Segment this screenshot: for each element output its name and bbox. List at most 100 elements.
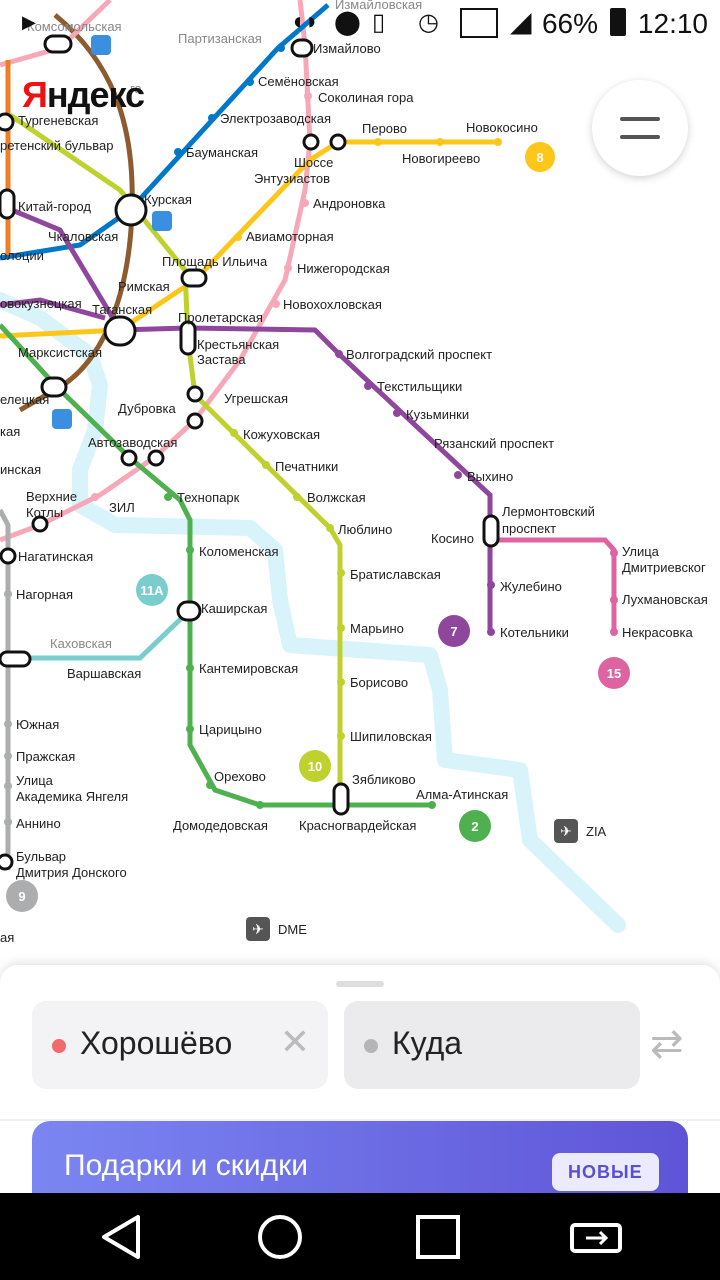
label-lyublino: Люблино — [338, 522, 392, 537]
label-maryino: Марьино — [350, 621, 404, 636]
svg-text:✈: ✈ — [252, 921, 264, 937]
station-labels: Измайловская Комсомольская Партизанская … — [0, 0, 708, 945]
label-alma-atinskaya: Алма-Атинская — [416, 787, 508, 802]
line-pink-15 — [490, 537, 617, 632]
label-tekhnopark: Технопарк — [177, 490, 240, 505]
label-zyablikovo: Зябликово — [352, 772, 416, 787]
label-borisovo: Борисово — [350, 675, 408, 690]
label-lukhmanovskaya: Лухмановская — [622, 592, 708, 607]
label-lermontovsky: Лермонтовский — [502, 504, 595, 519]
metro-map-svg[interactable]: Измайловская Комсомольская Партизанская … — [0, 0, 720, 965]
label-prospekt: проспект — [502, 521, 556, 536]
line-teal — [15, 608, 192, 661]
label-krestyanskaya: Крестьянская — [197, 337, 279, 352]
svg-text:15: 15 — [607, 666, 621, 681]
logo-rest: ндекс — [46, 74, 145, 115]
label-zia: ZIA — [586, 824, 607, 839]
android-nav-bar — [0, 1193, 720, 1280]
label-donskogo: Дмитрия Донского — [16, 865, 127, 880]
label-varshavskaya: Варшавская — [67, 666, 141, 681]
label-chkalovskaya: Чкаловская — [48, 229, 118, 244]
label-nagornaya: Нагорная — [16, 587, 73, 602]
label-nekrasovka: Некрасовка — [622, 625, 694, 640]
label-zil: ЗИЛ — [109, 500, 135, 515]
label-sretensky: ретенский бульвар — [0, 138, 114, 153]
from-value: Хорошёво — [80, 1025, 233, 1061]
from-field[interactable]: Хорошёво ✕ — [32, 1001, 328, 1089]
rail-station-icon — [52, 409, 72, 429]
label-baumanskaya: Бауманская — [186, 145, 258, 160]
label-turgenevskaya: Тургеневская — [18, 113, 98, 128]
back-icon[interactable] — [92, 1207, 152, 1267]
label-nizhegorodskaya: Нижегородская — [297, 261, 390, 276]
river — [0, 292, 626, 933]
label-nagatinskaya: Нагатинская — [18, 549, 93, 564]
rotate-screen-icon[interactable] — [566, 1207, 626, 1267]
metro-map[interactable]: Измайловская Комсомольская Партизанская … — [0, 0, 720, 965]
logo-first-letter: Я — [22, 74, 48, 115]
label-lyoliya: олоции — [0, 248, 44, 263]
svg-text:9: 9 — [18, 889, 25, 904]
home-icon[interactable] — [250, 1207, 310, 1267]
badge-line8 — [525, 142, 555, 172]
airport-zia[interactable]: ✈ ZIA — [554, 819, 607, 843]
label-izmailovskaya: Измайловская — [335, 0, 422, 12]
label-tekstilshchiki: Текстильщики — [377, 379, 462, 394]
new-badge: НОВЫЕ — [552, 1153, 659, 1191]
label-kantemirovskaya: Кантемировская — [199, 661, 298, 676]
label-domodedovskaya: Домодедовская — [173, 818, 268, 833]
label-semenovskaya: Семёновская — [258, 74, 339, 89]
to-dot-icon — [364, 1039, 378, 1053]
airport-dme[interactable]: ✈ DME — [246, 917, 307, 941]
label-ryazansky: Рязанский проспект — [434, 436, 554, 451]
swap-icon[interactable]: ⇄ — [650, 1022, 684, 1066]
label-tsaritsyno: Царицыно — [199, 722, 262, 737]
label-kotelniki: Котельники — [500, 625, 569, 640]
label-kakhovskaya: Каховская — [50, 636, 112, 651]
label-taganskaya: Таганская — [92, 302, 152, 317]
airplane-icon — [246, 917, 270, 941]
label-rimskaya: Римская — [118, 279, 170, 294]
label-yuzhnaya: Южная — [16, 717, 59, 732]
divider — [0, 1119, 720, 1121]
menu-button[interactable] — [592, 80, 688, 176]
label-kuzminki: Кузьминки — [406, 407, 469, 422]
label-kurskaya: Курская — [144, 192, 192, 207]
label-zastava: Застава — [197, 352, 246, 367]
line-lime — [8, 112, 343, 800]
to-field[interactable]: Куда — [344, 1001, 640, 1089]
label-kolomenskaya: Коломенская — [199, 544, 279, 559]
label-shosse: Шоссе — [294, 155, 333, 170]
label-avtozavodskaya: Автозаводская — [88, 435, 177, 450]
label-ya: ая — [0, 930, 14, 945]
svg-text:2: 2 — [471, 819, 478, 834]
label-bulvar: Бульвар — [16, 849, 66, 864]
label-kotly: Котлы — [26, 505, 63, 520]
label-kitay-gorod: Китай-город — [18, 199, 91, 214]
route-panel: Хорошёво ✕ Куда ⇄ Подарки и скидки НОВЫЕ — [0, 965, 720, 1201]
label-marksistskaya: Марксистская — [18, 345, 102, 360]
rail-station-icon — [152, 211, 172, 231]
label-inskaya: инская — [0, 462, 41, 477]
label-bratislavskaya: Братиславская — [350, 567, 441, 582]
label-entuziastov: Энтузиастов — [254, 171, 330, 186]
label-vykhino: Выхино — [467, 469, 513, 484]
clear-icon[interactable]: ✕ — [279, 1021, 310, 1062]
rail-station-icon — [91, 35, 111, 55]
svg-text:10: 10 — [308, 759, 322, 774]
label-kosino: Косино — [431, 531, 474, 546]
label-shipilovskaya: Шипиловская — [350, 729, 432, 744]
label-dubrovka: Дубровка — [118, 401, 177, 416]
svg-text:✈: ✈ — [560, 823, 572, 839]
label-andronovka: Андроновка — [313, 196, 386, 211]
badge-line2 — [459, 810, 491, 842]
badge-line15 — [598, 657, 630, 689]
label-orekhovo: Орехово — [214, 769, 266, 784]
svg-text:7: 7 — [450, 624, 457, 639]
badge-line10 — [299, 750, 331, 782]
label-annino: Аннино — [16, 816, 61, 831]
recents-icon[interactable] — [408, 1207, 468, 1267]
promo-banner[interactable]: Подарки и скидки НОВЫЕ — [32, 1121, 688, 1201]
label-partizanskaya: Партизанская — [178, 31, 262, 46]
panel-drag-handle[interactable] — [336, 981, 384, 987]
